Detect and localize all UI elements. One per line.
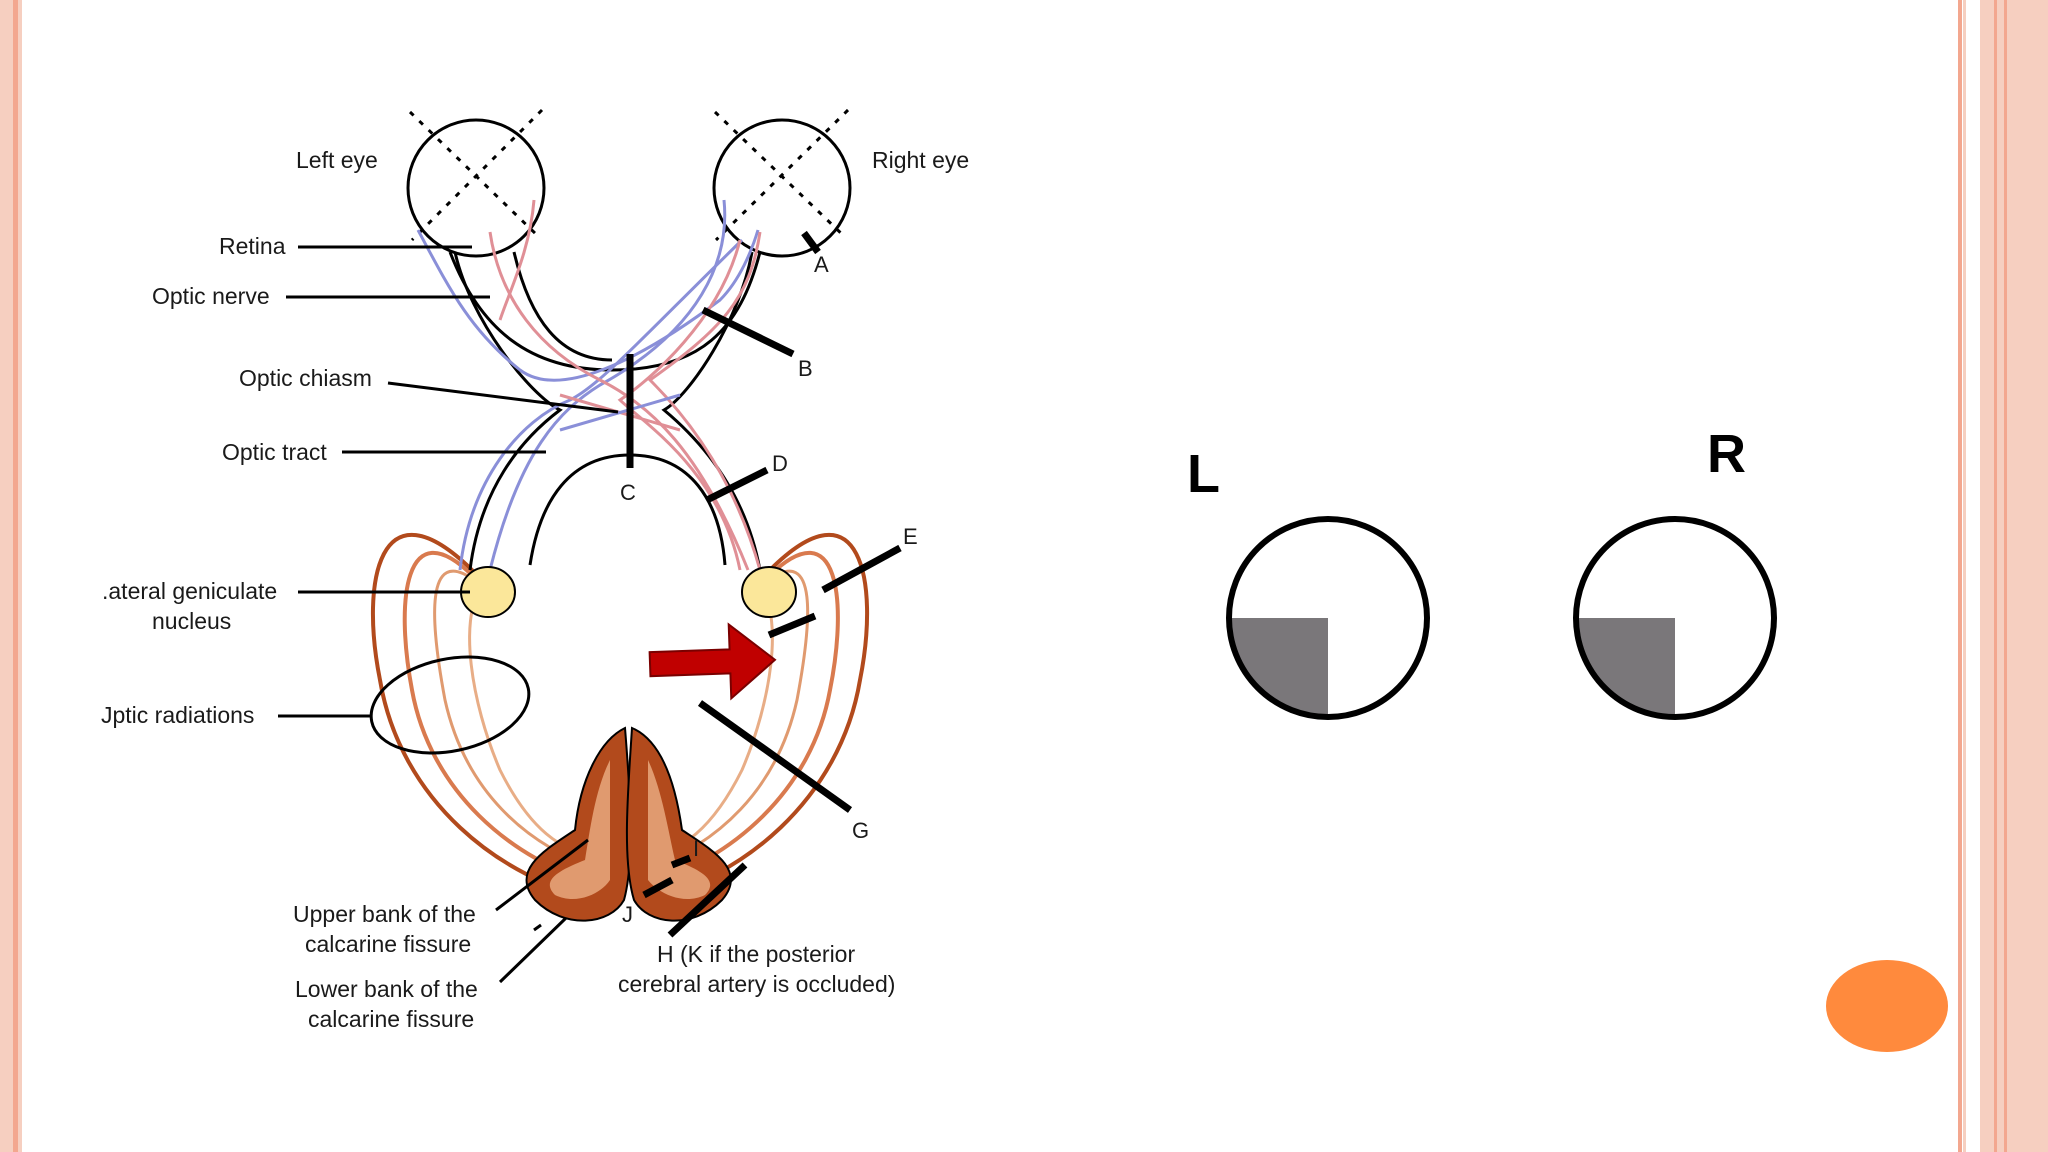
right-eye-group — [712, 108, 852, 258]
label-left-eye: Left eye — [296, 147, 378, 173]
label-retina: Retina — [219, 233, 286, 259]
label-upper-bank-line1: Upper bank of the — [293, 901, 476, 927]
lesion-label-d: D — [772, 451, 788, 476]
left-visual-field — [1226, 516, 1430, 720]
occipital-cortex — [525, 726, 732, 922]
left-field-label: L — [1187, 444, 1220, 504]
label-upper-bank-line2: calcarine fissure — [305, 931, 471, 957]
slide-border-left-line — [13, 0, 18, 1152]
right-field-loss-quadrant — [1576, 618, 1675, 717]
next-slide-button[interactable] — [1824, 958, 1950, 1054]
label-h-note-line1: H (K if the posterior — [657, 941, 855, 967]
temporal-fibers — [488, 199, 762, 571]
right-visual-field — [1573, 516, 1777, 720]
lesion-label-g: G — [852, 818, 869, 843]
lesion-label-b: B — [798, 356, 813, 381]
nasal-fibers — [416, 199, 760, 571]
lesion-label-a: A — [814, 252, 829, 277]
label-lower-bank-line1: Lower bank of the — [295, 976, 478, 1002]
lesion-label-i: I — [693, 836, 699, 861]
left-eye-group — [406, 108, 546, 258]
lesion-label-c: C — [620, 480, 636, 505]
optic-radiations-marker — [369, 655, 531, 755]
label-optic-chiasm: Optic chiasm — [239, 365, 372, 391]
label-optic-nerve: Optic nerve — [152, 283, 270, 309]
label-lgn-line1: .ateral geniculate — [102, 578, 277, 604]
right-eye-icon — [712, 118, 852, 258]
label-h-note-line2: cerebral artery is occluded) — [618, 971, 895, 997]
label-lower-bank-line2: calcarine fissure — [308, 1006, 474, 1032]
lesion-label-j: J — [622, 902, 633, 927]
leader-lines — [278, 245, 619, 984]
right-field-label: R — [1707, 424, 1746, 484]
lesion-label-e: E — [903, 524, 918, 549]
lesion-arrow-icon — [648, 622, 777, 701]
label-optic-radiations: Jptic radiations — [101, 702, 254, 728]
visual-pathway-diagram: Left eye Right eye Retina Optic nerve Op… — [101, 108, 969, 1032]
label-lgn-line2: nucleus — [152, 608, 231, 634]
right-lgn-icon — [741, 566, 797, 618]
label-optic-tract: Optic tract — [222, 439, 327, 465]
lesion-markers — [626, 230, 902, 938]
left-field-loss-quadrant — [1229, 618, 1328, 717]
slide-border-right — [1958, 0, 2048, 1152]
optic-radiations — [370, 532, 870, 902]
label-right-eye: Right eye — [872, 147, 969, 173]
chiasm-fibers — [559, 393, 681, 432]
left-eye-icon — [406, 118, 546, 258]
